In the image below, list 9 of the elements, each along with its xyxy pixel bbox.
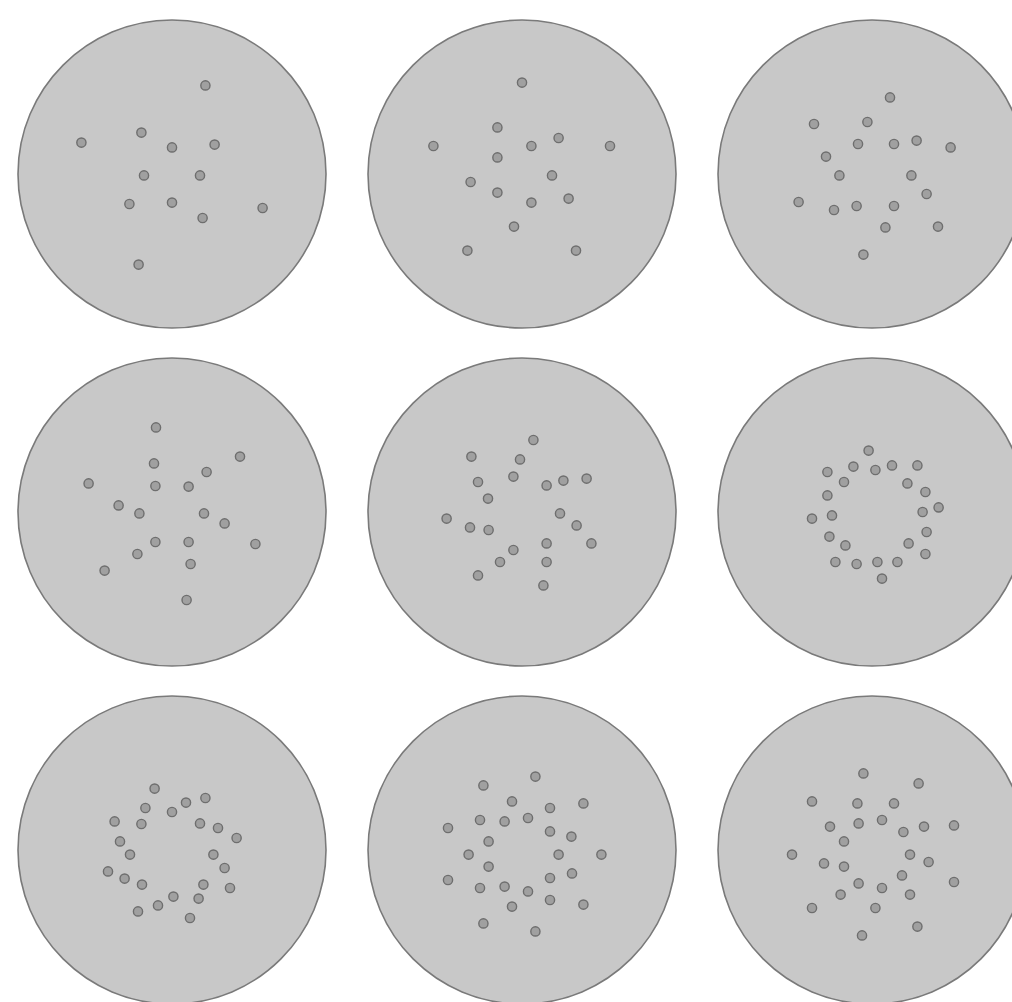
disc-drawing <box>717 357 1012 667</box>
disc-drawing <box>17 357 327 667</box>
disc-drawing <box>367 357 677 667</box>
disc-drawing <box>367 695 677 1002</box>
disc-drawing <box>717 695 1012 1002</box>
disc-drawing <box>17 695 327 1002</box>
disc-drawing <box>367 19 677 329</box>
disc-drawing <box>17 19 327 329</box>
disc-drawing <box>717 19 1012 329</box>
